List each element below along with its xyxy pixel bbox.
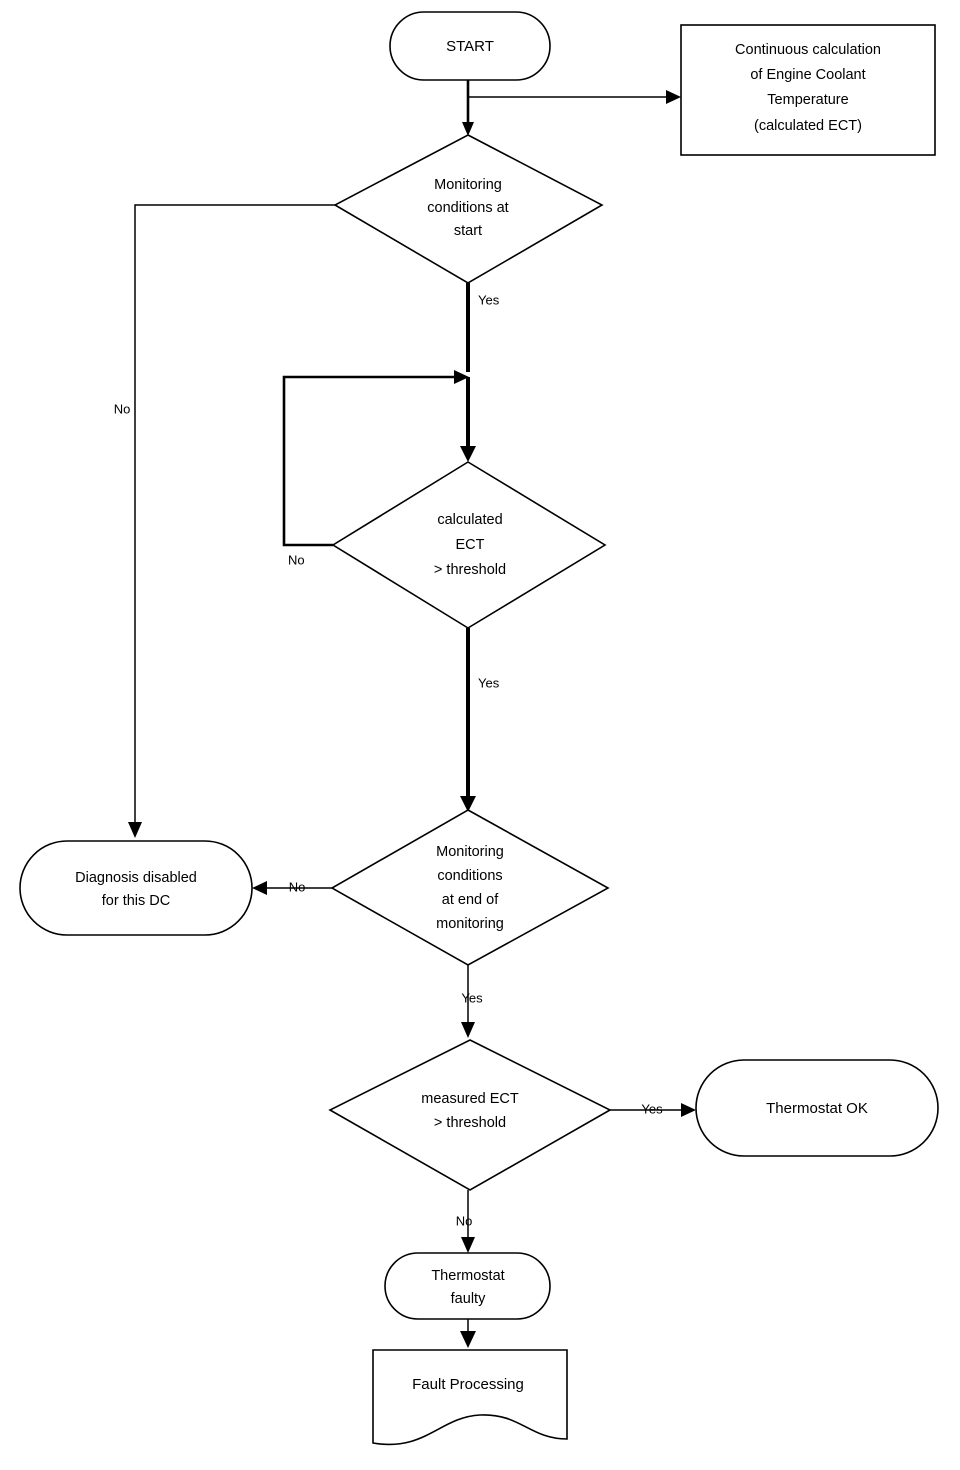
node-fault-processing-label: Fault Processing xyxy=(412,1376,524,1393)
edge-start-to-monitoring-start xyxy=(462,80,474,136)
edge-label-calculated-ect-no: No xyxy=(288,552,305,567)
edge-faulty-to-fault-processing xyxy=(460,1318,476,1348)
node-continuous-calculation-line3: Temperature xyxy=(767,92,848,108)
node-measured-ect-threshold[interactable]: measured ECT > threshold xyxy=(328,1039,612,1191)
node-continuous-calculation-line4: (calculated ECT) xyxy=(754,118,862,134)
node-diagnosis-disabled-line2: for this DC xyxy=(102,893,171,909)
edge-calculated-ect-no-loopback xyxy=(282,370,469,547)
node-monitoring-end-line4: monitoring xyxy=(436,916,504,932)
node-monitoring-end-line1: Monitoring xyxy=(436,844,504,860)
edge-label-monitoring-start-no: No xyxy=(114,401,131,416)
edge-label-monitoring-end-yes: Yes xyxy=(461,990,483,1005)
node-continuous-calculation-line1: Continuous calculation xyxy=(735,42,881,58)
node-calculated-ect-line2: ECT xyxy=(456,537,485,553)
node-continuous-calculation[interactable]: Continuous calculation of Engine Coolant… xyxy=(680,24,936,156)
edge-start-to-continuous-calc xyxy=(468,90,681,104)
node-start[interactable]: START xyxy=(389,11,551,81)
node-diagnosis-disabled[interactable]: Diagnosis disabled for this DC xyxy=(19,840,253,936)
node-calculated-ect-threshold[interactable]: calculated ECT > threshold xyxy=(331,461,607,629)
edge-label-monitoring-start-yes: Yes xyxy=(478,292,500,307)
node-monitoring-conditions-at-start[interactable]: Monitoring conditions at start xyxy=(333,134,604,284)
node-thermostat-faulty[interactable]: Thermostat faulty xyxy=(384,1252,551,1320)
node-calculated-ect-line1: calculated xyxy=(437,512,502,528)
edge-measured-ect-no xyxy=(461,1190,475,1253)
edge-label-measured-ect-no: No xyxy=(456,1213,473,1228)
edge-measured-ect-yes xyxy=(610,1103,696,1117)
node-thermostat-ok-label: Thermostat OK xyxy=(766,1100,868,1117)
node-monitoring-start-line2: conditions at xyxy=(427,200,508,216)
edge-to-calculated-ect xyxy=(460,377,476,462)
node-fault-processing[interactable]: Fault Processing xyxy=(372,1349,568,1446)
node-diagnosis-disabled-line1: Diagnosis disabled xyxy=(75,870,197,886)
edge-monitoring-start-no xyxy=(128,204,335,838)
edge-label-calculated-ect-yes: Yes xyxy=(478,675,500,690)
node-monitoring-conditions-at-end[interactable]: Monitoring conditions at end of monitori… xyxy=(330,809,610,966)
node-monitoring-start-line3: start xyxy=(454,223,482,239)
node-start-label: START xyxy=(446,38,494,55)
node-thermostat-ok[interactable]: Thermostat OK xyxy=(695,1059,939,1157)
node-thermostat-faulty-line2: faulty xyxy=(451,1291,486,1307)
edge-label-measured-ect-yes: Yes xyxy=(641,1101,663,1116)
edge-monitoring-end-yes xyxy=(461,965,475,1038)
edge-monitoring-end-no xyxy=(252,881,332,895)
node-continuous-calculation-line2: of Engine Coolant xyxy=(750,67,865,83)
node-monitoring-start-line1: Monitoring xyxy=(434,177,502,193)
node-measured-ect-line2: > threshold xyxy=(434,1115,506,1131)
node-measured-ect-line1: measured ECT xyxy=(421,1091,519,1107)
edge-label-monitoring-end-no: No xyxy=(289,879,306,894)
node-thermostat-faulty-line1: Thermostat xyxy=(431,1268,504,1284)
node-monitoring-end-line2: conditions xyxy=(437,868,502,884)
node-monitoring-end-line3: at end of xyxy=(442,892,499,908)
node-calculated-ect-line3: > threshold xyxy=(434,562,506,578)
edge-calculated-ect-yes xyxy=(460,628,476,812)
